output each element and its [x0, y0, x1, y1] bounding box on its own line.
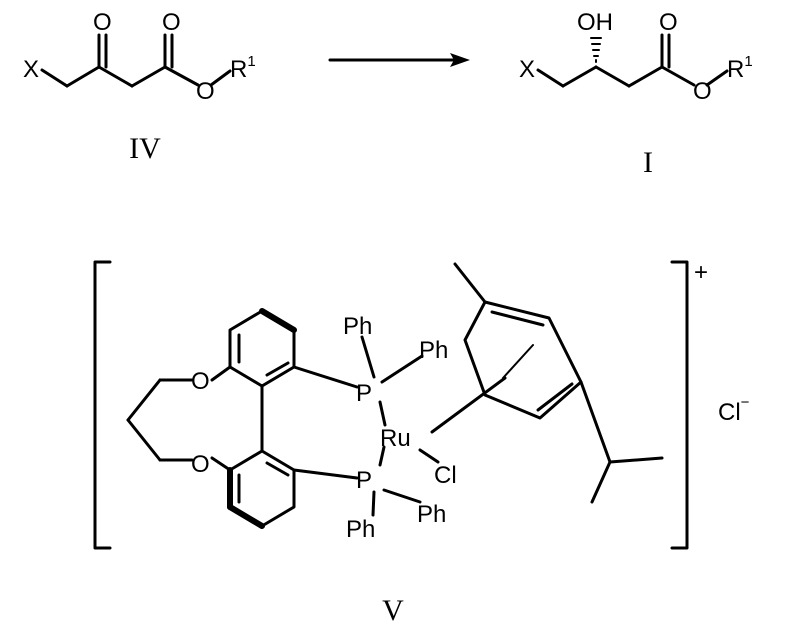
catalyst-v-label: V — [382, 594, 404, 627]
phenyl-label-1: Ph — [343, 313, 372, 340]
iv-ester-o-atom: O — [196, 78, 215, 105]
compound-iv-structure: X O O O R1 — [23, 9, 256, 105]
phenyl-label-2: Ph — [419, 337, 448, 364]
complex-charge: + — [694, 259, 708, 286]
compound-iv-label: IV — [129, 132, 161, 165]
phenyl-label-3: Ph — [346, 516, 375, 543]
iv-carbonyl-o-atom: O — [162, 9, 181, 36]
upper-ether-o-atom: O — [191, 368, 210, 395]
reaction-arrow — [328, 53, 470, 67]
ru-chloride-atom: Cl — [434, 462, 457, 489]
i-ester-o-atom: O — [693, 78, 712, 105]
ruthenium-atom: Ru — [380, 425, 411, 452]
i-carbonyl-o-atom: O — [659, 9, 678, 36]
chloride-counterion: Cl− — [718, 394, 750, 426]
compound-i-label: I — [643, 146, 653, 179]
lower-phosphorus-atom: P — [356, 467, 372, 494]
complex-brackets — [93, 260, 689, 550]
upper-phosphorus-atom: P — [356, 380, 372, 407]
iv-r-group: R1 — [230, 53, 256, 83]
phenyl-label-4: Ph — [417, 501, 446, 528]
i-x-atom: X — [519, 56, 535, 83]
compound-i-structure: X OH O O R1 — [519, 9, 753, 105]
i-hydroxyl-group: OH — [577, 9, 613, 36]
catalyst-v-structure: O O P P Ru Cl Ph Ph Ph Ph — [126, 262, 664, 543]
iv-ketone-o-atom: O — [93, 9, 112, 36]
iv-x-atom: X — [23, 56, 39, 83]
lower-ether-o-atom: O — [191, 451, 210, 478]
i-r-group: R1 — [727, 53, 753, 83]
